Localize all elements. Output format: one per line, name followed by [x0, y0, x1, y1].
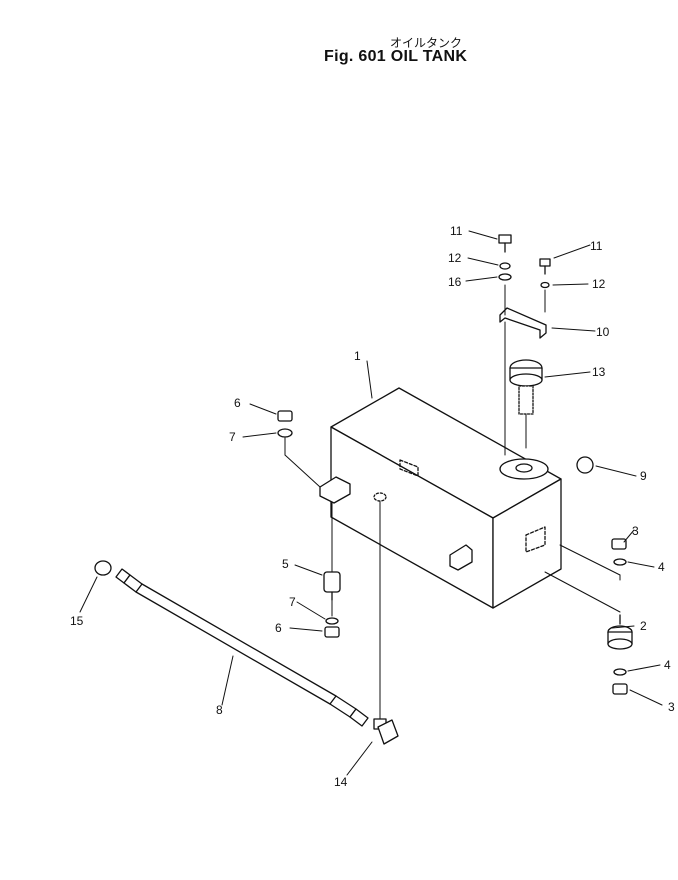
bolt-part-11-right — [539, 258, 551, 275]
filler-cap-part-13 — [509, 359, 543, 415]
plug-part-9 — [576, 456, 594, 474]
callout-label: 14 — [334, 775, 348, 789]
callout-label: 12 — [592, 277, 606, 291]
callout-label: 12 — [448, 251, 462, 265]
callout-label: 6 — [234, 396, 241, 410]
callout-label: 3 — [668, 700, 675, 714]
callout-label: 15 — [70, 614, 84, 628]
callout-label: 8 — [216, 703, 223, 717]
bolt-part-11-left — [498, 234, 512, 253]
figure-title: Fig. 601 OIL TANK — [324, 48, 468, 65]
callout-label: 9 — [640, 469, 647, 483]
callout-label: 4 — [664, 658, 671, 672]
lock-washer-part-12-right — [540, 281, 550, 289]
washer-part-16 — [498, 273, 512, 281]
callout-labels: 1 2 3 3 4 4 5 6 6 7 7 8 9 10 11 11 12 12… — [70, 224, 675, 789]
lock-washer-part-12-left — [499, 262, 511, 270]
oil-tank — [319, 387, 562, 609]
callout-label: 7 — [289, 595, 296, 609]
callout-label: 5 — [282, 557, 289, 571]
callout-label: 1 — [354, 349, 361, 363]
washer-part-7-lower — [325, 617, 339, 625]
callout-label: 2 — [640, 619, 647, 633]
callout-label: 10 — [596, 325, 610, 339]
nut-part-3-upper — [611, 538, 627, 550]
washer-part-4-lower — [613, 668, 627, 676]
callout-label: 16 — [448, 275, 462, 289]
callout-label: 6 — [275, 621, 282, 635]
assembly-lines — [284, 284, 621, 720]
mount-part-5 — [323, 571, 341, 601]
cap-part-15 — [94, 560, 112, 576]
figure-title-japanese: オイルタンク — [390, 36, 463, 50]
nut-part-6-lower — [324, 626, 340, 638]
washer-part-7-upper — [277, 428, 293, 438]
callout-label: 4 — [658, 560, 665, 574]
callout-label: 3 — [632, 524, 639, 538]
callout-label: 13 — [592, 365, 606, 379]
hose-part-8 — [115, 568, 369, 727]
nut-part-3-lower — [612, 683, 628, 695]
bracket-part-10 — [499, 307, 547, 339]
elbow-part-14 — [373, 718, 399, 745]
washer-part-4-upper — [613, 558, 627, 566]
mount-part-2 — [607, 614, 633, 650]
nut-part-6-upper — [277, 410, 293, 422]
callout-label: 11 — [590, 239, 603, 253]
leader-lines — [79, 230, 663, 776]
callout-label: 7 — [229, 430, 236, 444]
callout-label: 11 — [450, 224, 463, 238]
